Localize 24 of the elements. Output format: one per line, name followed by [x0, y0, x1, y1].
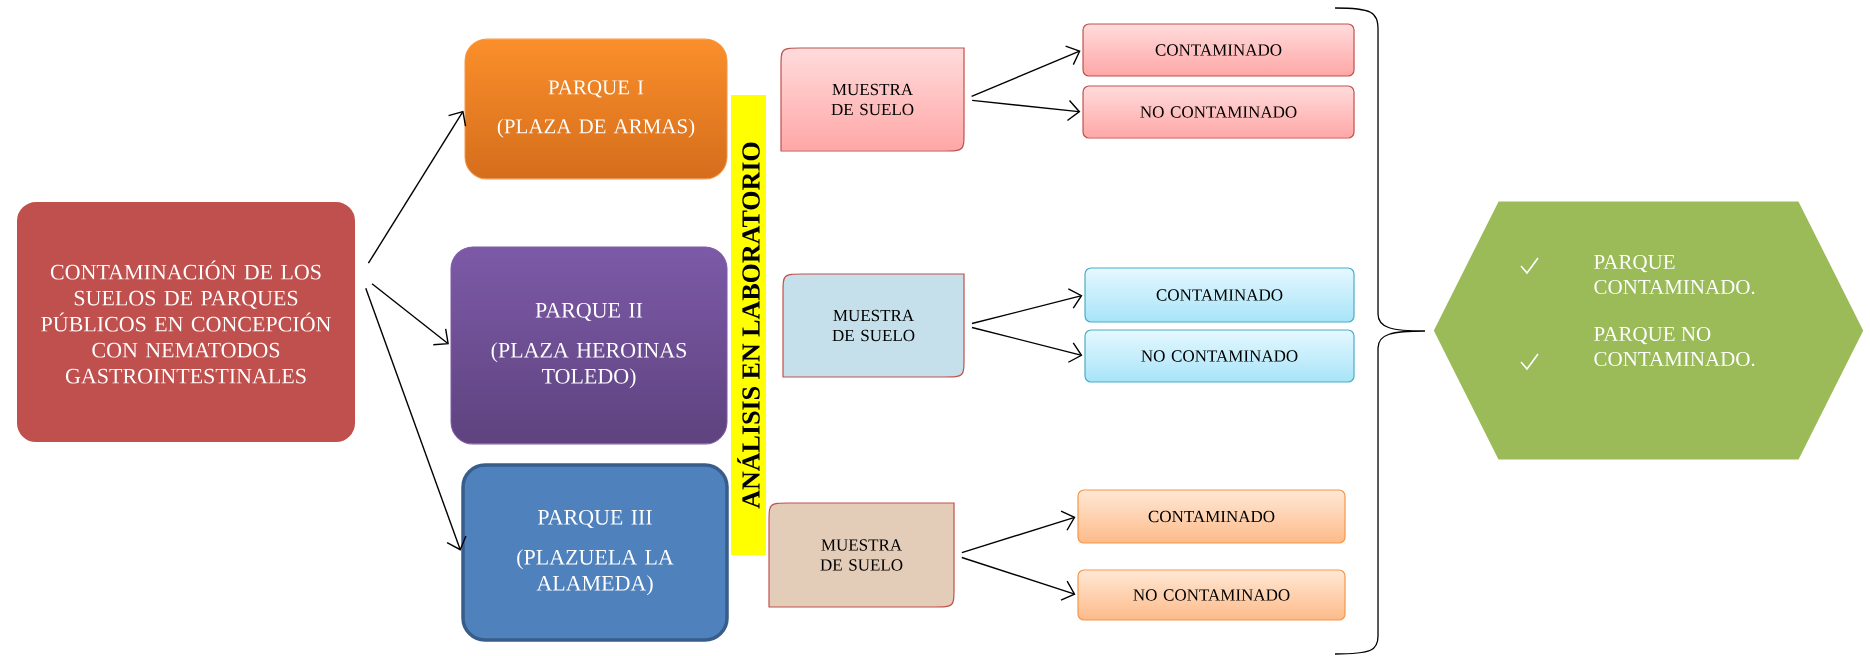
arrow [367, 110, 467, 264]
arrow [961, 510, 1076, 554]
main-topic-box: CONTAMINACIÓN DE LOS SUELOS DE PARQUES PÚBLICOS EN CONCEPCIÓN CON NEMATODOS GASTROINTESTINALES [11, 196, 361, 448]
park-box: PARQUE III (PLAZUELA LA ALAMEDA) [461, 463, 729, 642]
result-box: CONTAMINADO [1082, 23, 1355, 77]
sample-box: MUESTRA DE SUELO [780, 47, 965, 152]
highlighted-label: ANÁLISIS EN LABORATORIO [731, 95, 766, 555]
hexagon: PARQUE CONTAMINADO. PARQUE NO CONTAMINADO. [1428, 196, 1869, 465]
park-box: PARQUE II (PLAZA HEROINAS TOLEDO) [450, 246, 728, 445]
park-box: PARQUE I (PLAZA DE ARMAS) [464, 38, 728, 180]
result-box: NO CONTAMINADO [1082, 85, 1355, 139]
arrow [971, 326, 1083, 363]
arrow [971, 99, 1081, 122]
arrow [371, 283, 449, 346]
sample-box: MUESTRA DE SUELO [782, 273, 965, 378]
sample-box: MUESTRA DE SUELO [768, 502, 955, 608]
result-box: NO CONTAMINADO [1077, 569, 1346, 621]
arrow [961, 556, 1076, 601]
arrow [971, 288, 1083, 325]
result-box: CONTAMINADO [1084, 267, 1355, 323]
result-box: CONTAMINADO [1077, 489, 1346, 544]
result-box: NO CONTAMINADO [1084, 329, 1355, 383]
arrow [970, 45, 1081, 98]
arrow [365, 287, 467, 551]
